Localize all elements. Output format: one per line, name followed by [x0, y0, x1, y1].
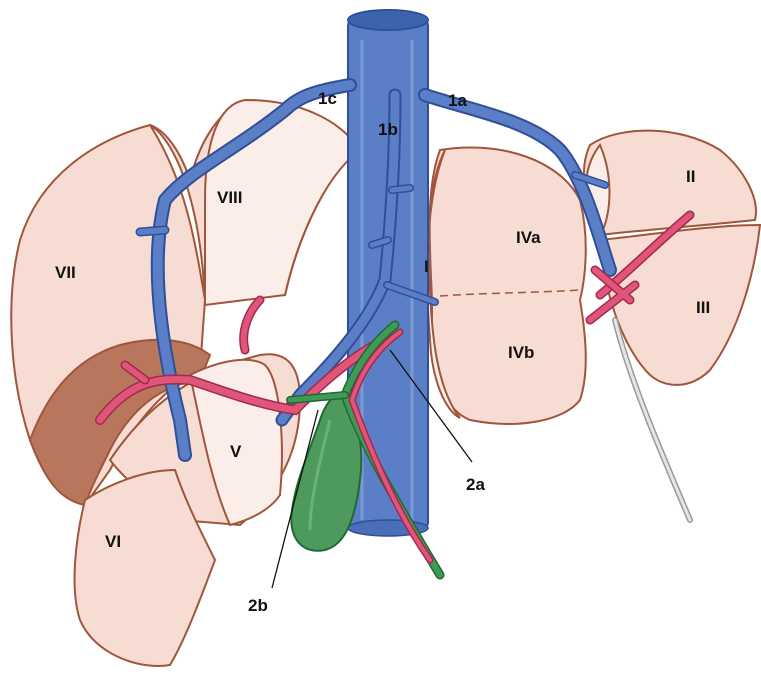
label-segment-iva: IVa: [516, 228, 541, 247]
label-vein-1c: 1c: [318, 89, 337, 108]
label-segment-v: V: [230, 442, 242, 461]
label-segment-i: I: [424, 257, 429, 276]
label-segment-ivb: IVb: [508, 343, 534, 362]
label-segment-vi: VI: [105, 532, 121, 551]
label-segment-vii: VII: [55, 263, 76, 282]
label-segment-iii: III: [696, 298, 710, 317]
label-pedicle-2a: 2a: [466, 475, 485, 494]
label-pedicle-2b: 2b: [248, 596, 268, 615]
label-vein-1b: 1b: [378, 120, 398, 139]
label-vein-1a: 1a: [448, 91, 467, 110]
segment-ii: [584, 131, 756, 235]
segment-iv: [427, 147, 586, 423]
label-segment-viii: VIII: [217, 188, 243, 207]
label-segment-ii: II: [686, 167, 695, 186]
